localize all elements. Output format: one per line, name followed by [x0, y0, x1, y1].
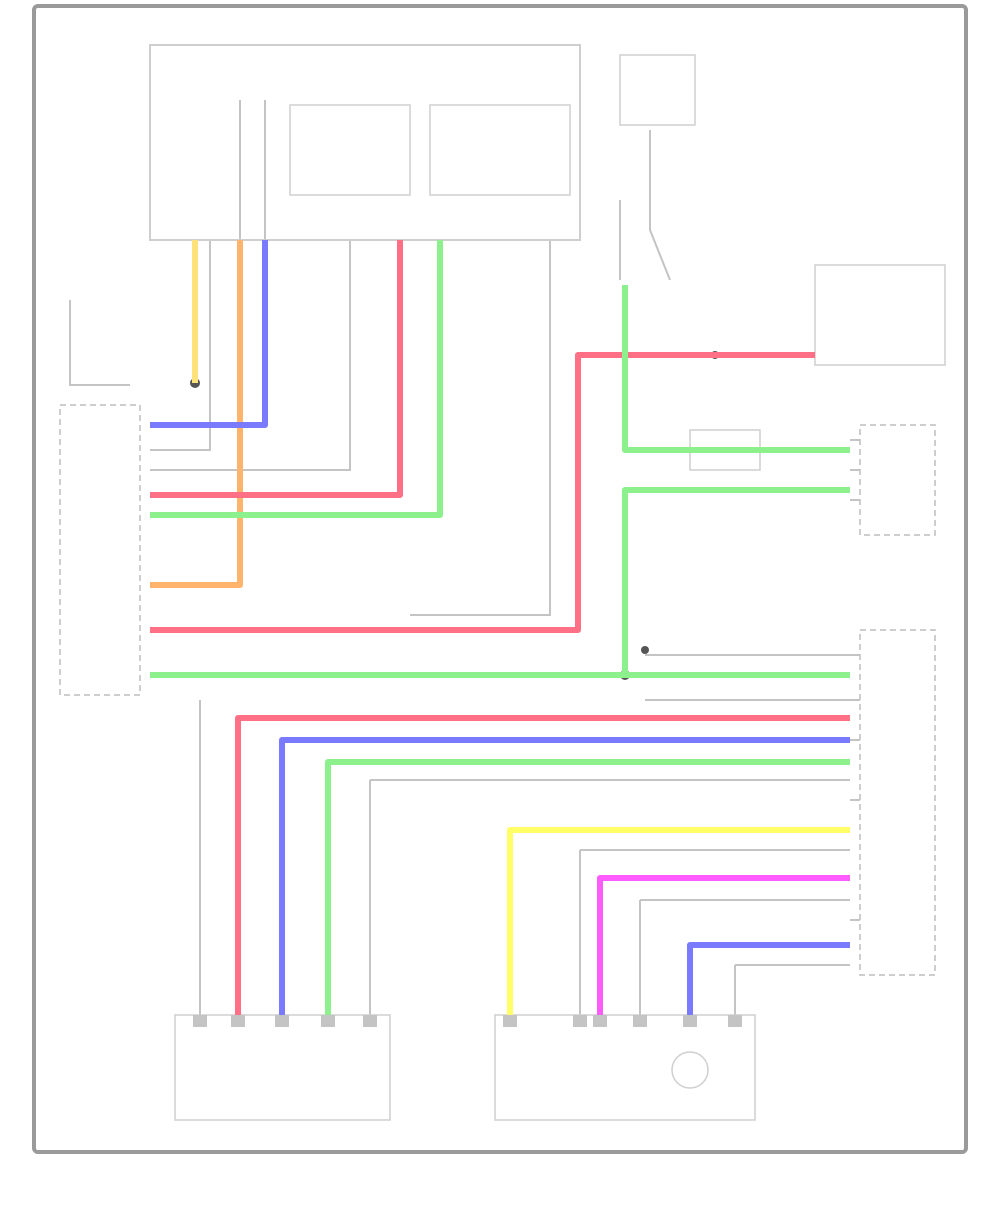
splice-node-mid	[641, 646, 649, 654]
interface-module-upper	[859, 424, 936, 536]
control-module-inner-right	[429, 104, 571, 196]
wire-blue-module	[150, 240, 268, 428]
wire-magenta-throttle	[597, 875, 850, 1015]
ground-connector-block	[59, 404, 141, 696]
plain-wires	[69, 100, 850, 1015]
steering-switch-block	[814, 264, 946, 366]
control-module-inner-left	[289, 104, 411, 196]
wire-red-module	[150, 240, 403, 498]
pedal-sensor-block	[174, 1014, 391, 1121]
control-module-connector	[859, 629, 936, 976]
colored-wires	[150, 240, 850, 1015]
wire-blue-pedal	[279, 737, 850, 1015]
wire-red-pedal	[235, 715, 850, 1015]
wire-blue-throttle	[687, 942, 850, 1015]
wire-green-relay	[622, 285, 850, 453]
throttle-actuator-block	[494, 1014, 756, 1121]
wire-green-interface	[622, 487, 850, 675]
wire-yellow-throttle	[507, 827, 850, 1015]
electronic-control-module	[149, 44, 581, 241]
wire-orange-module	[150, 240, 243, 588]
terminal-markers	[193, 1015, 742, 1027]
motor-symbol	[671, 1051, 709, 1089]
wire-green-pedal	[325, 759, 850, 1015]
connector-pins	[850, 439, 860, 921]
wire-red-steering	[150, 352, 815, 633]
ignition-relay-block	[619, 54, 696, 126]
diagram-frame	[32, 4, 968, 1154]
wire-green-module	[150, 240, 443, 518]
